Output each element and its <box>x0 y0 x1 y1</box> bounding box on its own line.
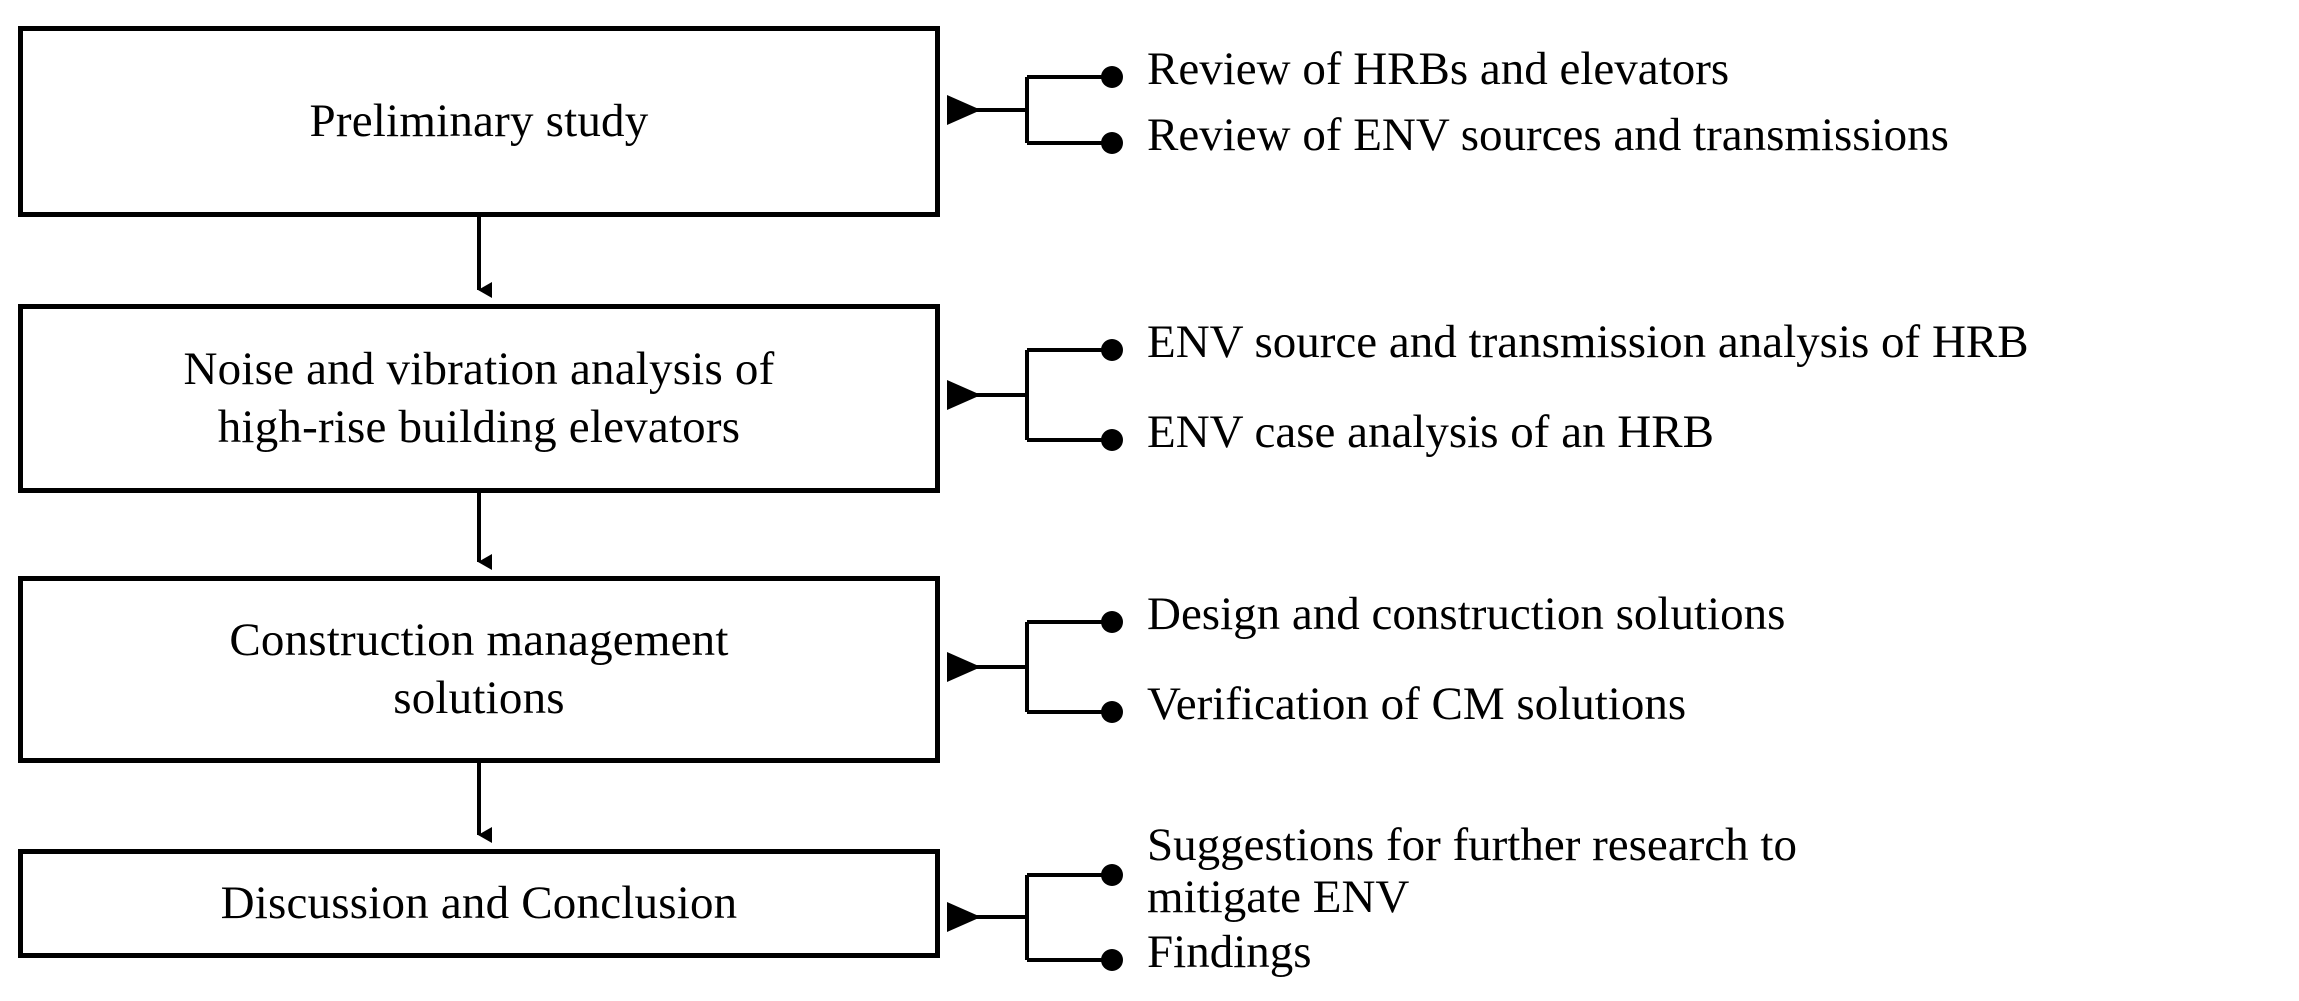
bullet-dot <box>1101 611 1123 633</box>
stage-box-construction-management-solutions[interactable]: Construction management solutions <box>18 576 940 763</box>
stage-box-preliminary-study[interactable]: Preliminary study <box>18 26 940 217</box>
stage-box-noise-vibration-analysis[interactable]: Noise and vibration analysis of high-ris… <box>18 304 940 493</box>
stage-label: Construction management solutions <box>229 614 729 724</box>
bullet-item-text: Verification of CM solutions <box>1147 678 1687 730</box>
bullet-item-text: Suggestions for further research to miti… <box>1147 819 1797 923</box>
stage-label: Noise and vibration analysis of high-ris… <box>183 343 775 453</box>
stage-label: Discussion and Conclusion <box>220 876 738 929</box>
bullet-item-text: Review of HRBs and elevators <box>1147 43 1730 95</box>
bullet-dot <box>1101 864 1123 886</box>
bullet-item-text: ENV case analysis of an HRB <box>1147 406 1714 458</box>
bracket-stage2 <box>947 348 1110 442</box>
bullet-item-text: Review of ENV sources and transmissions <box>1147 109 1949 161</box>
bullet-item-text: Findings <box>1147 926 1312 978</box>
bullet-dot <box>1101 132 1123 154</box>
bullet-dot <box>1101 701 1123 723</box>
bullet-item-text: ENV source and transmission analysis of … <box>1147 316 2029 368</box>
bracket-stage1 <box>947 75 1110 145</box>
stage-box-discussion-conclusion[interactable]: Discussion and Conclusion <box>18 849 940 958</box>
bullet-dot <box>1101 949 1123 971</box>
bracket-stage4 <box>947 873 1110 962</box>
stage-label: Preliminary study <box>309 94 649 147</box>
bullet-dot <box>1101 339 1123 361</box>
bullet-item-text: Design and construction solutions <box>1147 588 1786 640</box>
bullet-dot <box>1101 429 1123 451</box>
bracket-stage3 <box>947 620 1110 714</box>
bullet-dot <box>1101 66 1123 88</box>
